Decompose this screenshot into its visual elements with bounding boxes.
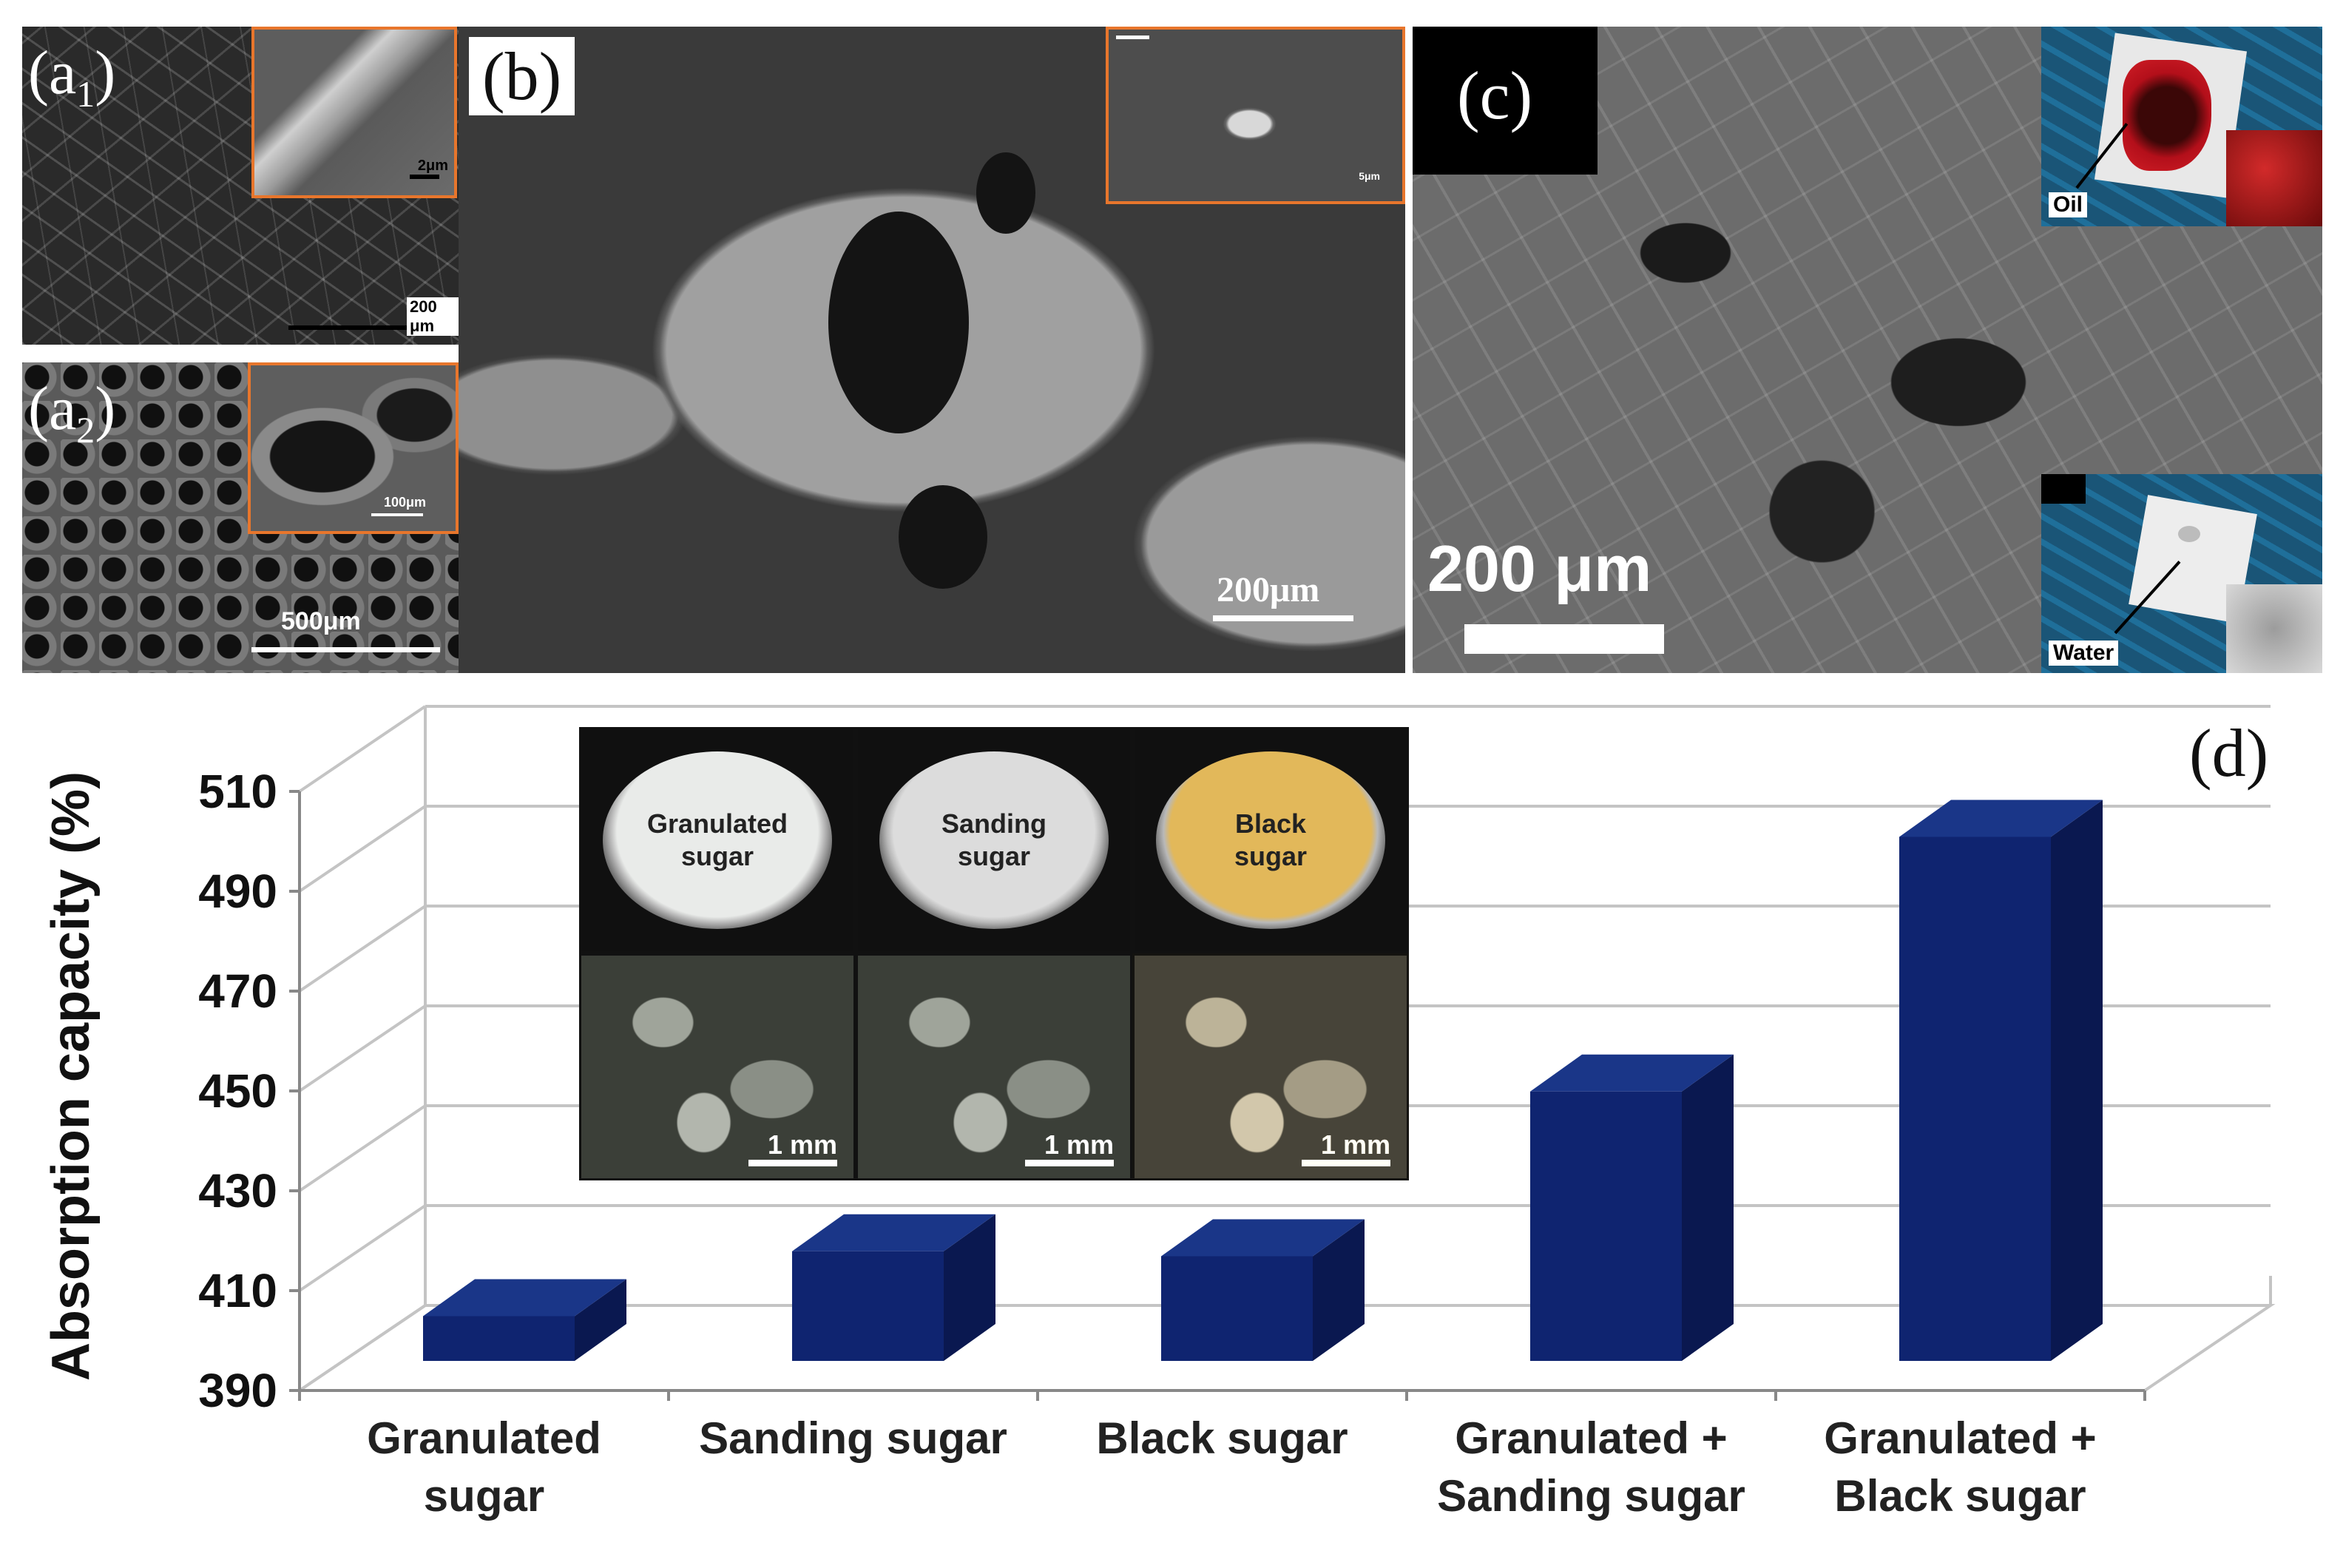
panel-b-scale-label: 200μm: [1217, 570, 1320, 609]
bar-4-side: [2051, 800, 2103, 1361]
panel-c-water-label: Water: [2049, 641, 2119, 666]
bar-1-top: [792, 1214, 995, 1251]
gridline-side-4: [298, 905, 427, 993]
y-axis-title: Absorption capacity (%): [41, 771, 101, 1381]
panel-a2-inset: 100μm: [248, 362, 459, 534]
bar-3-top: [1530, 1054, 1734, 1092]
panel-b-label: (b): [469, 37, 575, 115]
panel-c-label: (c): [1413, 27, 1598, 175]
y-tick-label-6: 510: [198, 765, 277, 818]
panel-b-inset: 5μm: [1106, 27, 1405, 204]
y-tick-label-3: 450: [198, 1064, 277, 1118]
y-tick-label-1: 410: [198, 1264, 277, 1317]
sugar-micrograph-granulated: 1 mm: [579, 953, 856, 1180]
gridline-side-3: [298, 1004, 427, 1092]
sugar-micrograph-sanding-scale: 1 mm: [1044, 1129, 1114, 1160]
bar-4-top: [1899, 800, 2103, 837]
panel-c-image: (c) Oil Water 200 μm: [1413, 27, 2322, 673]
sugar-micrograph-black-scale: 1 mm: [1320, 1129, 1390, 1160]
x-tick-label-2: Black sugar: [1096, 1413, 1348, 1463]
x-tick-label-3: Granulated +Sanding sugar: [1437, 1413, 1745, 1521]
panel-c-water-inset: Water: [2041, 474, 2322, 673]
panel-a2-scale-bar: [251, 647, 440, 652]
sugar-micrograph-granulated-scale: 1 mm: [767, 1129, 837, 1160]
panel-a1-label: (a1): [28, 38, 116, 115]
y-tick-label-5: 490: [198, 865, 277, 918]
bar-3-side: [1682, 1054, 1734, 1361]
panel-c-oil-inset: Oil: [2041, 27, 2322, 226]
panel-a1-inset: 2μm: [251, 27, 457, 198]
panel-a2-scale-label: 500μm: [281, 607, 361, 635]
panel-a1-scale-bar: [288, 325, 407, 330]
panel-c-scale-bar: [1464, 624, 1664, 654]
bar-0-top: [423, 1279, 626, 1317]
panel-a1-inset-scale: 2μm: [417, 158, 448, 174]
bar-4: [1899, 837, 2051, 1361]
gridline-side-6: [298, 705, 427, 793]
bar-3: [1530, 1091, 1682, 1361]
bar-2: [1161, 1256, 1313, 1361]
bar-0: [423, 1316, 575, 1361]
panel-a2-label: (a2): [28, 374, 116, 450]
x-tick-label-4: Granulated +Black sugar: [1824, 1413, 2096, 1521]
bar-0-side: [575, 1279, 626, 1361]
panel-a2-inset-scale: 100μm: [383, 495, 426, 510]
panel-d-label: (d): [2189, 715, 2269, 791]
panel-c-oil-label: Oil: [2049, 192, 2088, 217]
panel-c-scale-label: 200 μm: [1427, 532, 1652, 605]
bar-1-side: [944, 1214, 995, 1361]
gridline-side-5: [298, 805, 427, 893]
bar-2-top: [1161, 1219, 1365, 1257]
gridline-side-1: [298, 1204, 427, 1292]
bar-1: [792, 1251, 944, 1361]
sugar-micrograph-sanding: 1 mm: [856, 953, 1132, 1180]
panel-b-inset-scale: 5μm: [1359, 170, 1380, 182]
y-tick-label-4: 470: [198, 964, 277, 1018]
panel-a1-scale-label: 200 μm: [407, 297, 459, 336]
bar-2-side: [1313, 1219, 1365, 1361]
panel-b-scale-bar: [1213, 615, 1353, 621]
panel-a1-image: (a1) 2μm 200 μm: [22, 27, 459, 345]
panel-b-image: (b) 5μm 200μm: [459, 27, 1405, 673]
absorption-bar-chart: 390 410 430 450 470 490 510 Absorption capacity…: [41, 705, 2276, 1521]
sugar-micrograph-black: 1 mm: [1132, 953, 1409, 1180]
panel-a2-image: (a2) 100μm 500μm: [22, 362, 459, 673]
y-tick-label-0: 390: [198, 1364, 277, 1417]
y-tick-label-2: 430: [198, 1164, 277, 1217]
gridline-side-2: [298, 1104, 427, 1192]
x-tick-label-1: Sanding sugar: [699, 1413, 1007, 1463]
